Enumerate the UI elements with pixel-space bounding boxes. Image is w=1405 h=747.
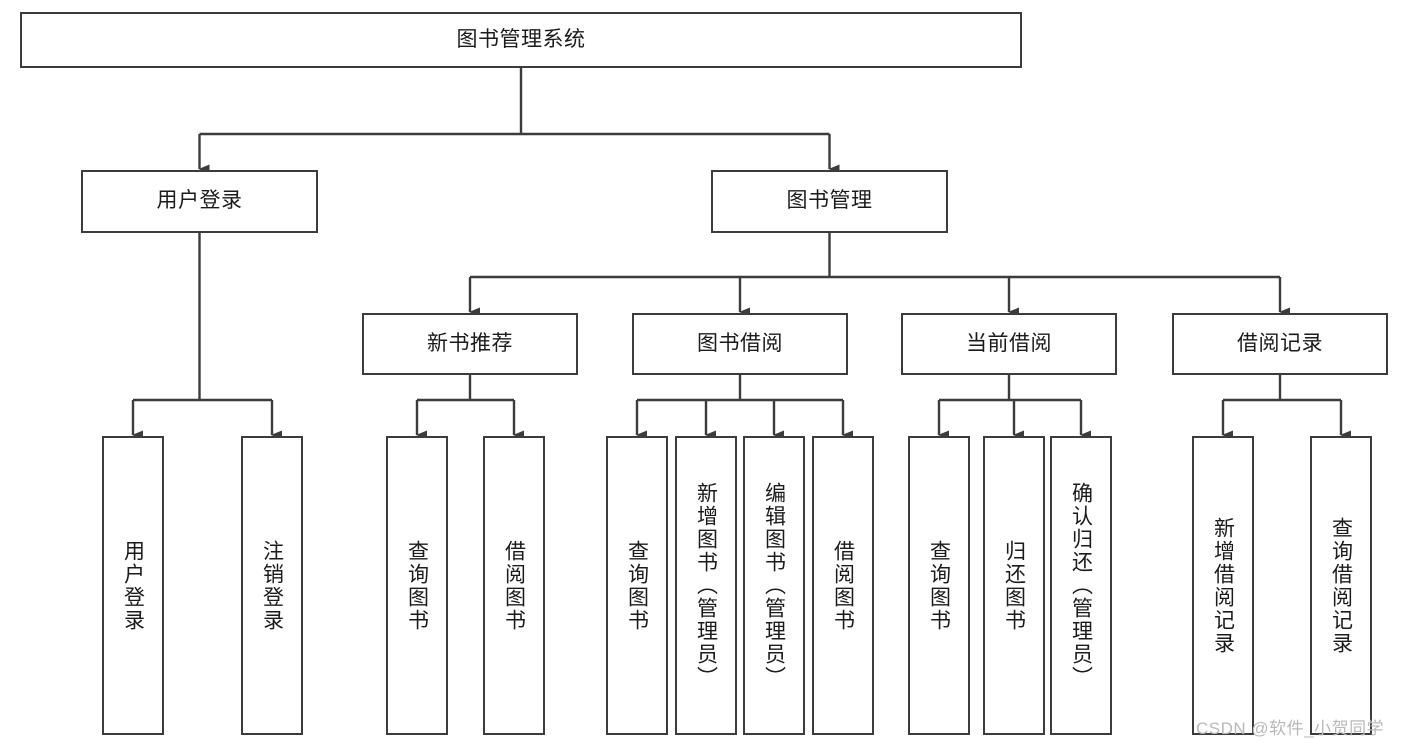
node-book-borrow[interactable]: 图书借阅 [632, 313, 848, 375]
node-label: 编辑图书（管理员） [762, 482, 786, 689]
node-leaf-cur-confirm[interactable]: 确认归还（管理员） [1050, 436, 1112, 735]
node-label: 当前借阅 [966, 331, 1052, 355]
node-label: 查询图书 [405, 539, 429, 632]
node-label: 归还图书 [1002, 539, 1026, 632]
node-label: 查询借阅记录 [1329, 516, 1353, 655]
node-label: 新增图书（管理员） [694, 482, 718, 689]
node-label: 图书借阅 [697, 331, 783, 355]
node-label: 新书推荐 [427, 331, 513, 355]
node-borrow-record[interactable]: 借阅记录 [1172, 313, 1388, 375]
node-label: 图书管理系统 [456, 27, 586, 51]
node-leaf-user-logout[interactable]: 注销登录 [241, 436, 303, 735]
node-label: 查询图书 [625, 539, 649, 632]
node-label: 用户登录 [121, 539, 145, 632]
node-label: 查询图书 [927, 539, 951, 632]
node-leaf-borrow-query[interactable]: 查询图书 [606, 436, 668, 735]
node-label: 借阅图书 [831, 539, 855, 632]
node-leaf-borrow-add[interactable]: 新增图书（管理员） [675, 436, 737, 735]
node-label: 借阅图书 [502, 539, 526, 632]
node-label: 新增借阅记录 [1211, 516, 1235, 655]
node-current-borrow[interactable]: 当前借阅 [901, 313, 1117, 375]
node-label: 用户登录 [156, 189, 243, 213]
node-leaf-rec-borrow[interactable]: 借阅图书 [483, 436, 545, 735]
node-book-manage[interactable]: 图书管理 [711, 170, 948, 233]
node-leaf-user-login[interactable]: 用户登录 [102, 436, 164, 735]
node-leaf-rec-query[interactable]: 查询图书 [386, 436, 448, 735]
node-user-login[interactable]: 用户登录 [81, 170, 318, 233]
node-leaf-cur-return[interactable]: 归还图书 [983, 436, 1045, 735]
node-new-book-rec[interactable]: 新书推荐 [362, 313, 578, 375]
node-leaf-rec-add[interactable]: 新增借阅记录 [1192, 436, 1254, 735]
node-leaf-borrow-edit[interactable]: 编辑图书（管理员） [743, 436, 805, 735]
node-label: 图书管理 [786, 189, 873, 213]
node-label: 注销登录 [260, 539, 284, 632]
csdn-watermark: CSDN @软件_小贺同学 [1196, 719, 1385, 738]
node-root[interactable]: 图书管理系统 [20, 12, 1022, 68]
node-leaf-cur-query[interactable]: 查询图书 [908, 436, 970, 735]
node-leaf-rec-query2[interactable]: 查询借阅记录 [1310, 436, 1372, 735]
node-leaf-borrow-lend[interactable]: 借阅图书 [812, 436, 874, 735]
node-label: 借阅记录 [1237, 331, 1323, 355]
node-label: 确认归还（管理员） [1069, 482, 1093, 689]
